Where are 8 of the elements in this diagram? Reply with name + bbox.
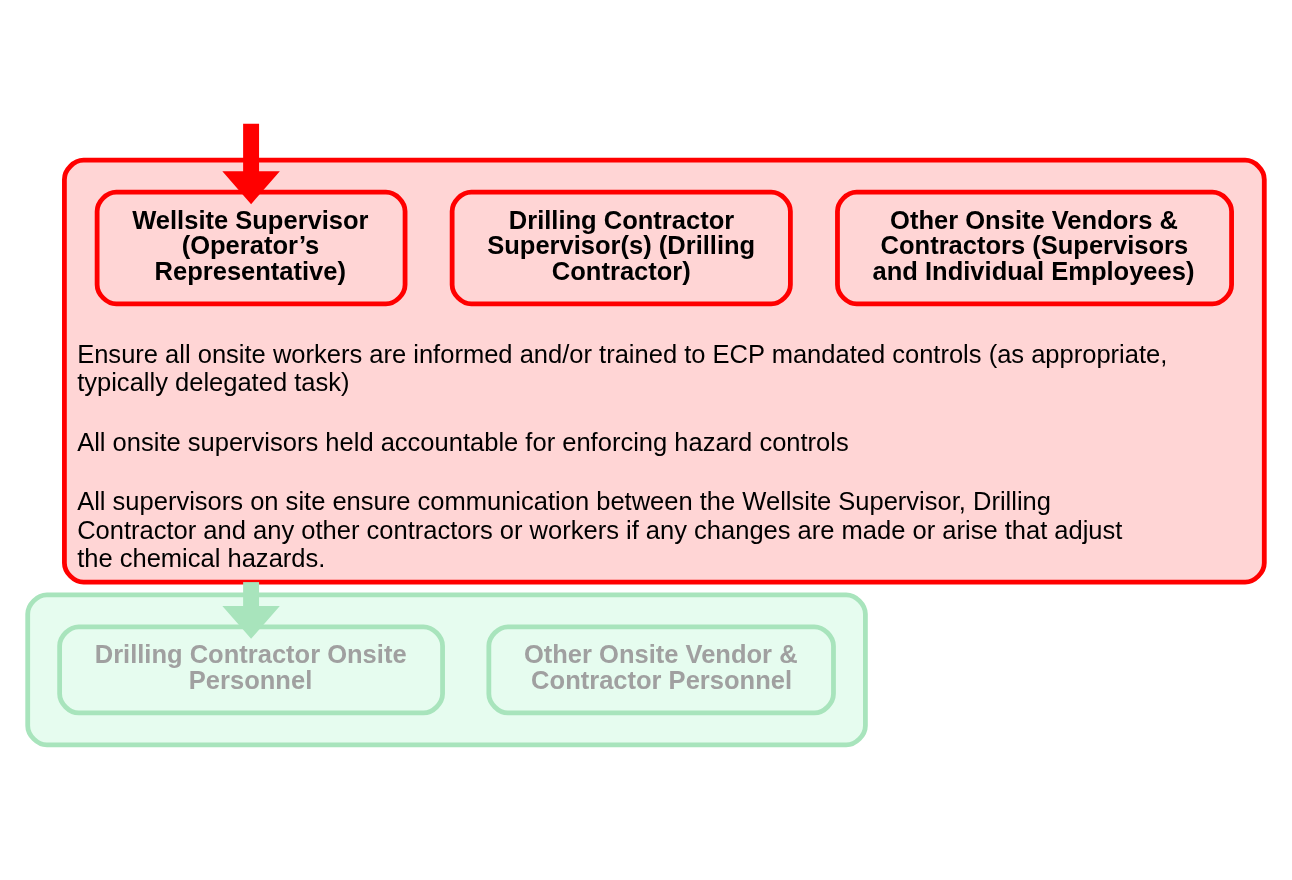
cluster (25, 592, 868, 748)
arrow (222, 123, 280, 205)
node-box: Drilling Contractor Onsite Personnel (57, 624, 445, 716)
node-box: Other Onsite Vendor & Contractor Personnel (486, 624, 836, 716)
node-box: Wellsite Supervisor (Operator’s Representative) (94, 189, 408, 307)
node-box: Other Onsite Vendors & Contractors (Supervisors and Individual Employees) (835, 189, 1234, 307)
node-box: Drilling Contractor Supervisor(s) (Drilling Contractor) (449, 189, 793, 307)
arrow (222, 582, 280, 639)
